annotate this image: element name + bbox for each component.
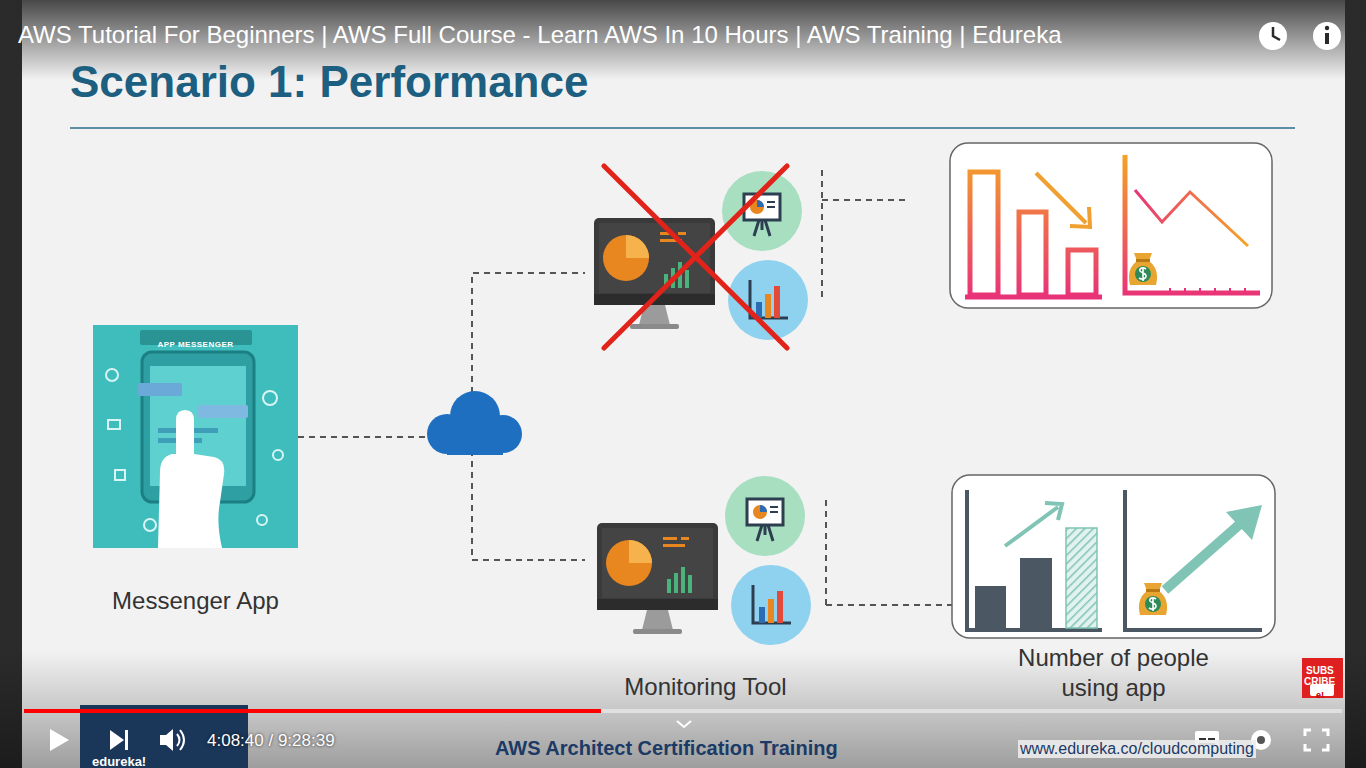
decline-chart <box>1135 190 1248 246</box>
cloud-icon <box>447 425 503 455</box>
decline-chart <box>965 295 1102 300</box>
growth-chart <box>1020 558 1052 628</box>
monitoring-tool-icon <box>594 171 808 340</box>
growth-chart <box>1139 583 1167 615</box>
decline-chart <box>950 143 1272 308</box>
player-controls <box>177 730 184 750</box>
decline-chart <box>1070 207 1090 227</box>
cross-mark <box>604 166 787 348</box>
slide-title: Scenario 1: Performance <box>70 57 588 108</box>
decline-chart <box>1229 288 1231 293</box>
node-label: Number of people using app <box>994 643 1234 703</box>
player-controls <box>1325 26 1329 30</box>
decline-chart <box>1019 212 1046 295</box>
channel-badge: e! <box>1316 690 1324 700</box>
messenger-app-image <box>106 369 118 381</box>
decline-chart <box>1184 288 1186 293</box>
growth-chart <box>1165 524 1240 590</box>
growth-chart <box>1226 505 1262 540</box>
illustration-node: Number of people using app <box>952 475 1275 715</box>
cloud-icon <box>427 391 522 455</box>
messenger-app-image <box>257 515 267 525</box>
player-controls <box>24 709 601 713</box>
footer-url: www.edureka.co/cloudcomputing <box>1018 740 1256 758</box>
messenger-app-image <box>158 410 224 548</box>
node-label: Monitoring Tool <box>624 673 786 701</box>
decline-chart <box>1244 288 1246 293</box>
player-controls <box>125 730 128 750</box>
player-controls <box>50 729 69 751</box>
subscribe-button: SUBS <box>1306 665 1334 677</box>
messenger-app-image <box>93 325 298 548</box>
footer-text: AWS Architect Certification Training <box>495 737 838 760</box>
decline-chart <box>965 155 1260 297</box>
player-controls <box>1313 22 1341 50</box>
growth-chart <box>952 475 1275 638</box>
growth-chart <box>975 586 1006 628</box>
player-controls <box>1305 730 1328 750</box>
messenger-app-image <box>273 450 283 460</box>
growth-chart <box>1045 503 1062 520</box>
messenger-app-image <box>144 519 156 531</box>
decline-chart <box>1170 288 1245 293</box>
dashed-connector <box>826 604 952 606</box>
messenger-app-image <box>93 325 298 548</box>
node-label: Messenger App <box>112 587 279 615</box>
decline-chart <box>970 172 998 295</box>
cross-mark <box>604 166 787 348</box>
subscribe-button: CRIBE <box>1304 676 1335 688</box>
decline-chart <box>1199 288 1201 293</box>
logo-text: edureka! <box>92 755 146 768</box>
player-controls <box>24 709 1342 713</box>
player-controls <box>1259 22 1287 50</box>
video-title: AWS Tutorial For Beginners | AWS Full Co… <box>18 21 1062 49</box>
dashed-connector <box>298 437 585 560</box>
title-rule <box>70 127 1295 129</box>
messenger-app-image <box>115 470 125 480</box>
growth-chart <box>1125 490 1262 630</box>
decline-chart <box>1036 173 1086 223</box>
player-controls <box>677 721 691 727</box>
node-label: APP MESSENGER <box>157 340 233 349</box>
monitoring-tool-icon <box>597 476 811 645</box>
illustration-node: APP MESSENGER Messenger App <box>93 325 298 705</box>
cross-mark <box>604 166 787 348</box>
dashed-line <box>822 199 910 201</box>
dashed-line <box>825 500 827 605</box>
messenger-app-image <box>108 420 120 429</box>
decline-chart <box>1169 288 1171 293</box>
video-time: 4:08:40 / 9:28:39 <box>207 731 335 751</box>
decline-chart <box>1214 288 1216 293</box>
decline-chart <box>1068 250 1096 295</box>
player-controls <box>1257 736 1265 744</box>
dashed-line <box>821 170 823 300</box>
growth-chart <box>1066 528 1097 628</box>
illustration-node: Monitoring Tool <box>585 470 826 705</box>
player-controls <box>1325 33 1329 44</box>
player-controls <box>1273 27 1280 40</box>
growth-chart <box>952 475 1275 638</box>
decline-chart <box>1129 253 1157 285</box>
decline-chart <box>950 143 1272 308</box>
player-controls <box>160 729 173 751</box>
player-controls <box>110 730 124 750</box>
growth-chart <box>967 490 1102 630</box>
messenger-app-image <box>263 391 277 405</box>
messenger-app-image <box>138 383 182 396</box>
messenger-app-image <box>198 405 248 418</box>
growth-chart <box>1005 507 1058 546</box>
player-controls <box>0 22 1366 768</box>
decline-chart <box>1125 155 1260 293</box>
